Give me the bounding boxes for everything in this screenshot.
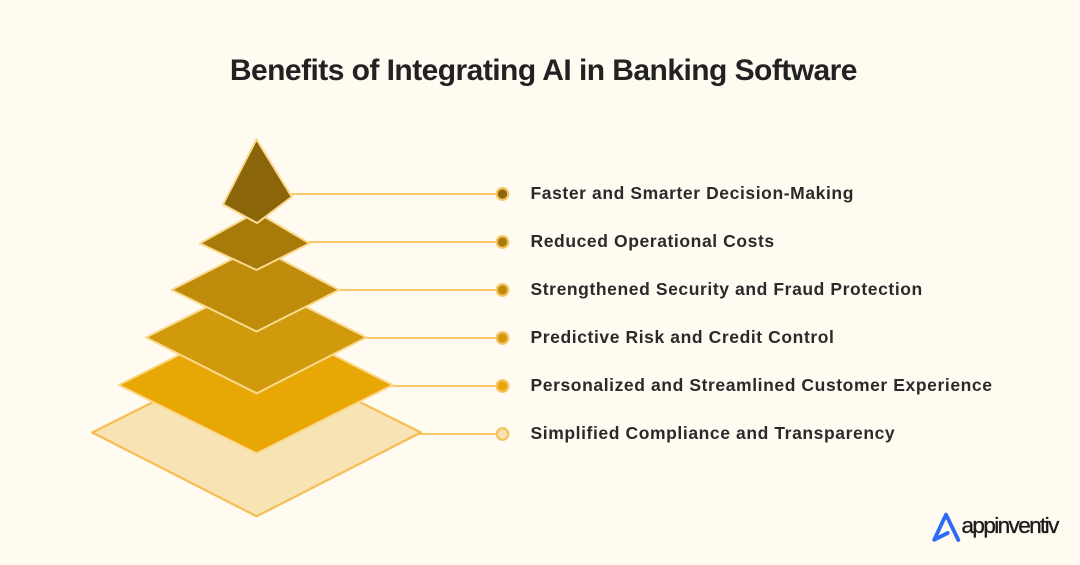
svg-text:appinventiv: appinventiv	[962, 513, 1061, 538]
svg-text:Faster and Smarter Decision-Ma: Faster and Smarter Decision-Making	[531, 183, 854, 203]
svg-text:Strengthened Security and Frau: Strengthened Security and Fraud Protecti…	[531, 279, 923, 299]
svg-text:Benefits of Integrating AI in: Benefits of Integrating AI in Banking So…	[230, 54, 857, 87]
svg-text:Personalized and Streamlined C: Personalized and Streamlined Customer Ex…	[531, 375, 993, 395]
svg-text:Predictive Risk and Credit Con: Predictive Risk and Credit Control	[531, 327, 835, 347]
svg-text:Simplified Compliance and Tran: Simplified Compliance and Transparency	[531, 423, 896, 443]
svg-text:Reduced Operational Costs: Reduced Operational Costs	[531, 231, 775, 251]
